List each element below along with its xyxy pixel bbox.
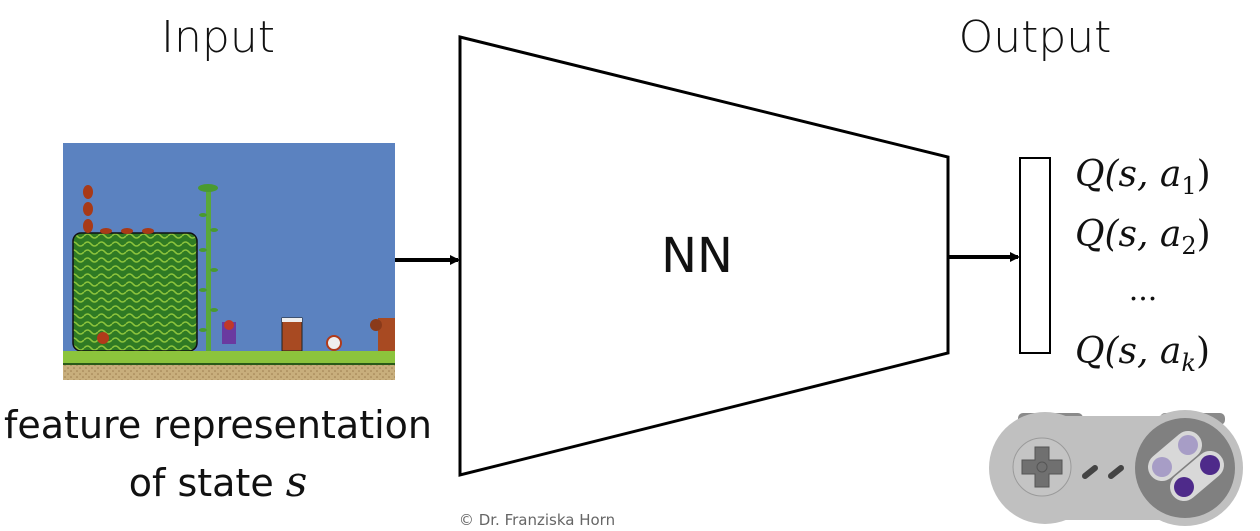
output-vector	[1019, 157, 1051, 354]
output-q2: Q(s, a2)	[1075, 214, 1211, 260]
input-title: Input	[161, 12, 275, 63]
neural-network-trapezoid	[458, 35, 950, 477]
output-qk: Q(s, ak)	[1075, 331, 1210, 377]
gamepad-icon	[989, 410, 1243, 526]
output-title: Output	[959, 12, 1112, 63]
output-q1: Q(s, a1)	[1075, 154, 1211, 200]
network-label: NN	[661, 228, 733, 284]
copyright: © Dr. Franziska Horn	[459, 511, 615, 529]
output-ellipsis: ...	[1129, 273, 1158, 308]
game-state-image	[63, 143, 395, 380]
input-caption-line1: feature representation	[4, 403, 432, 447]
